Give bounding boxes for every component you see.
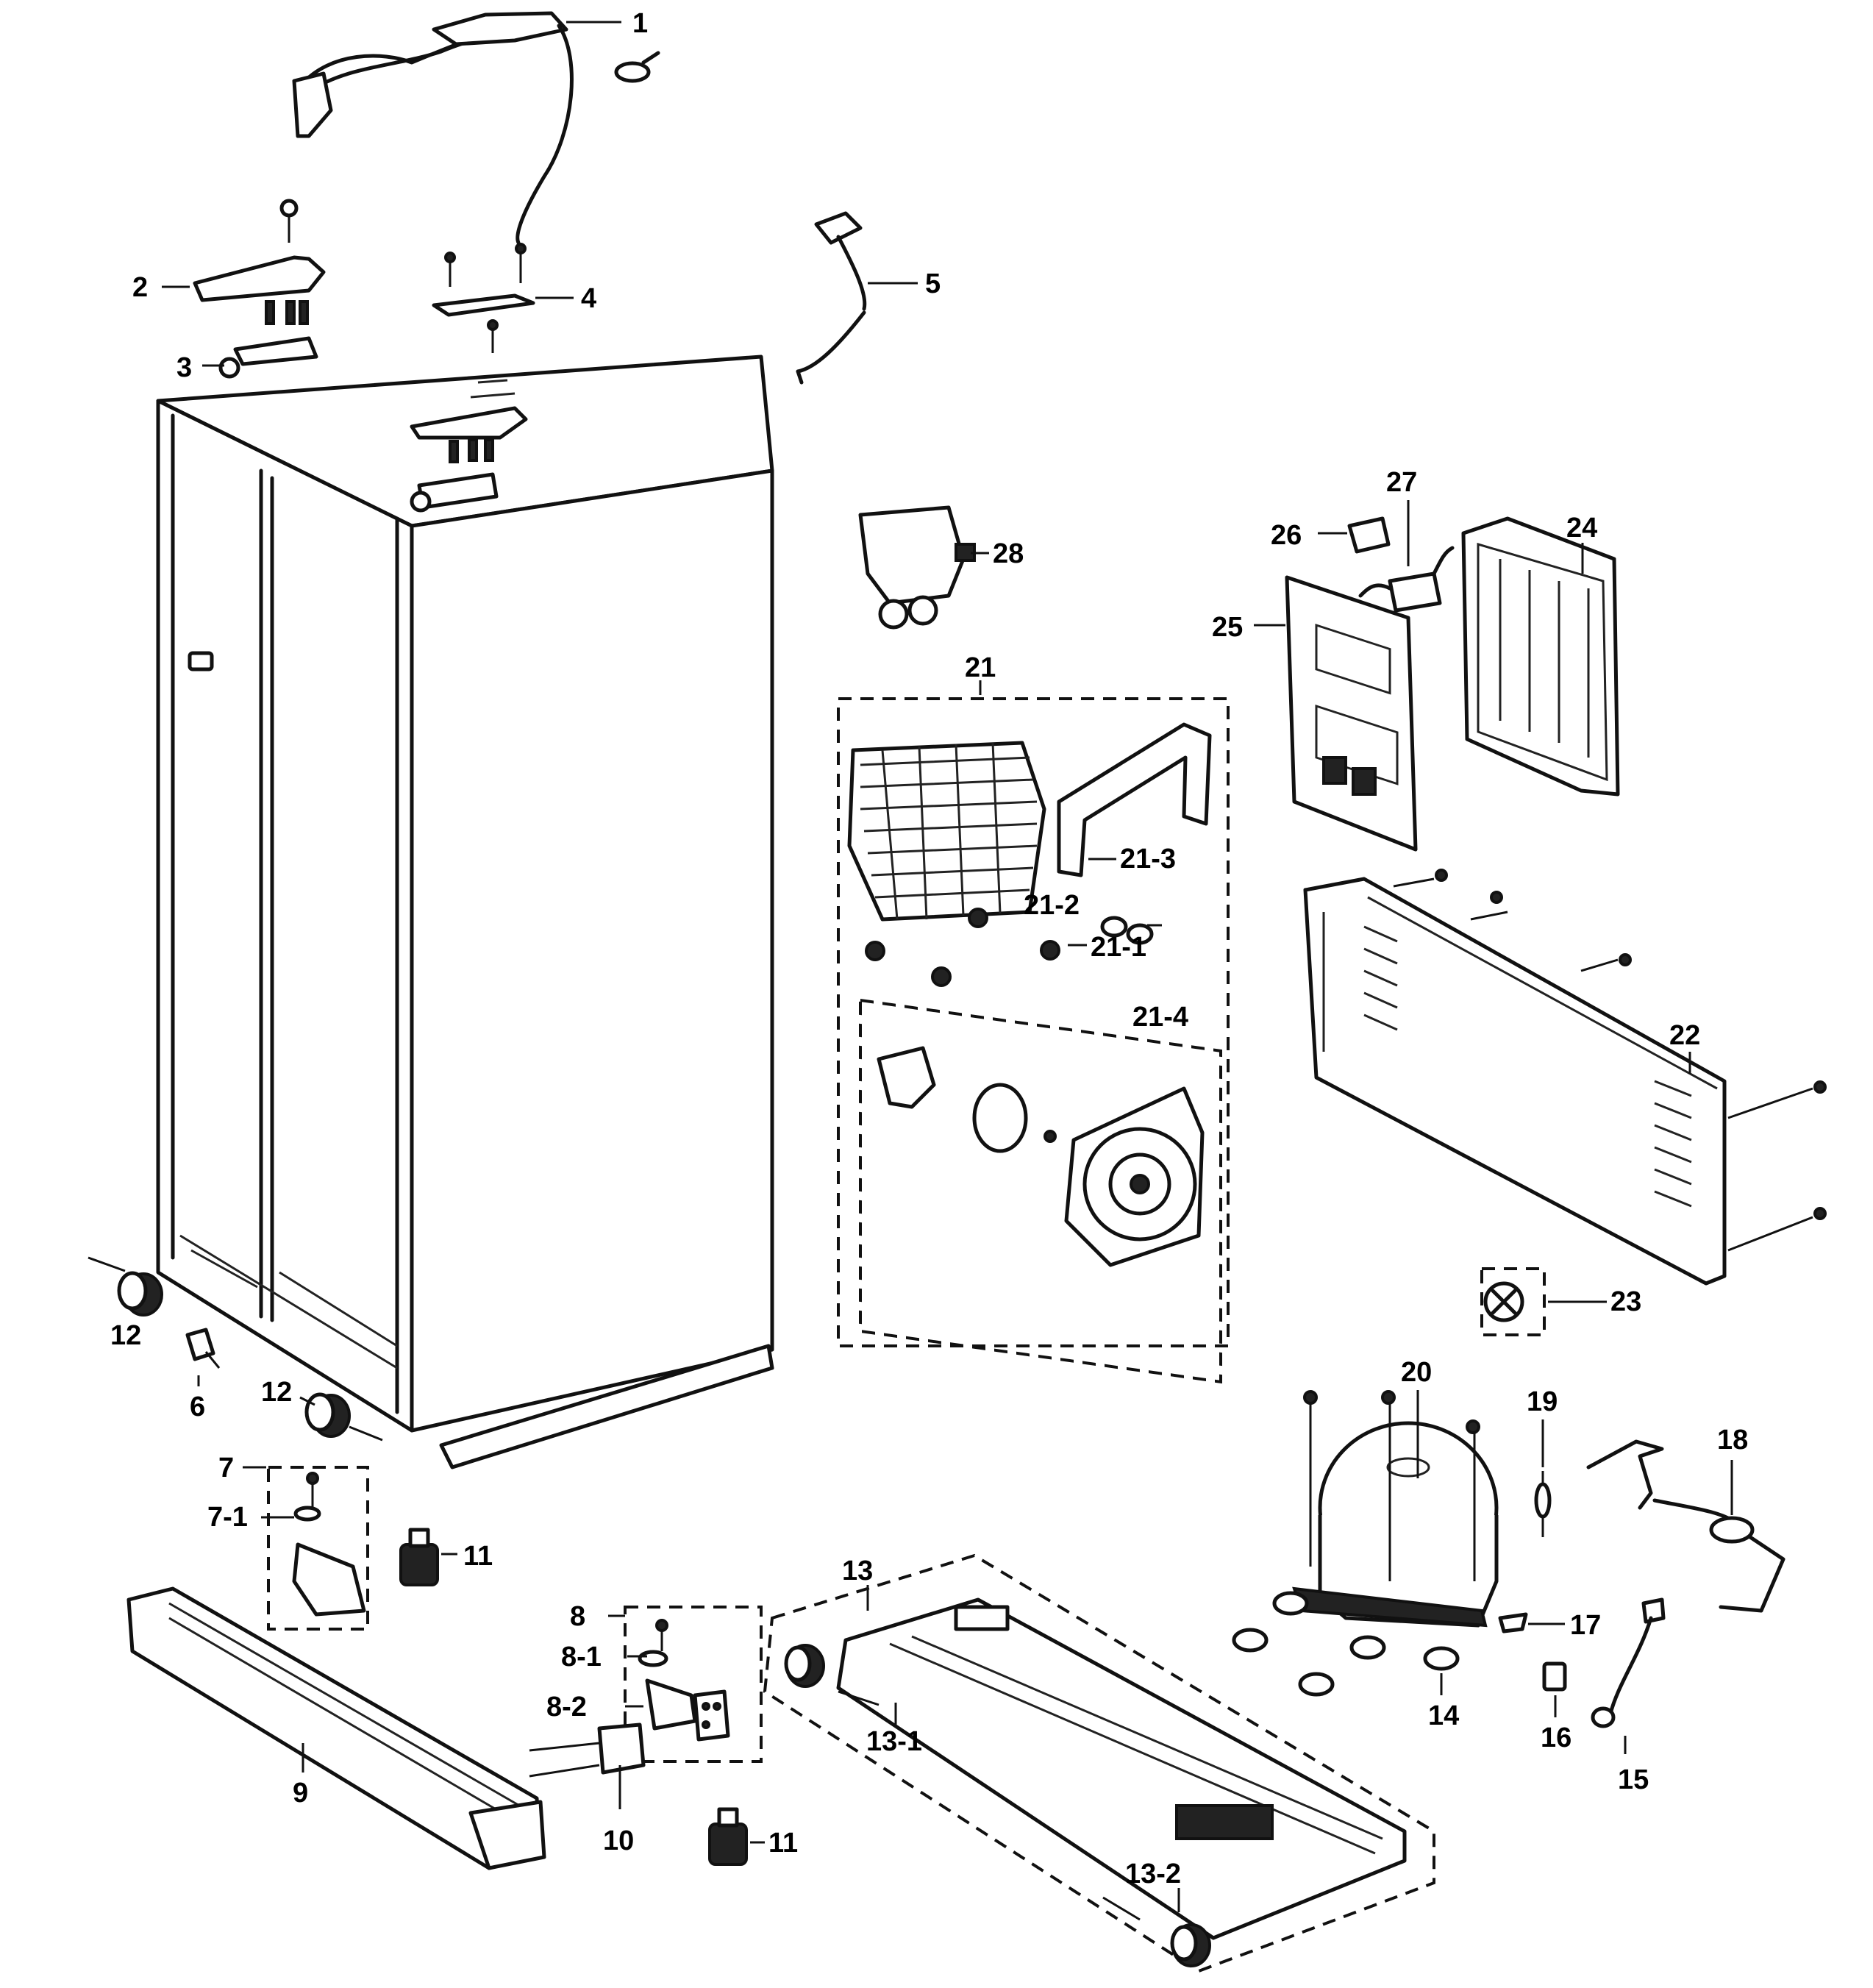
top-bracket-part [432, 243, 535, 353]
callout-15: 15 [1618, 1764, 1649, 1795]
callout-11-lower: 11 [768, 1828, 798, 1859]
wire-harness-part [292, 11, 660, 245]
water-valve-part [858, 505, 976, 630]
callout-21-3: 21-3 [1120, 844, 1176, 874]
refrigerator-cabinet [156, 355, 774, 1433]
adjustable-foot-part [399, 1528, 439, 1586]
control-cover-part [1461, 516, 1620, 797]
adjustable-foot-part-lower [708, 1807, 748, 1866]
drier-tube-part [1586, 1439, 1785, 1613]
base-grille-part [126, 1586, 546, 1870]
callout-8-1: 8-1 [561, 1642, 602, 1672]
callout-19: 19 [1527, 1386, 1558, 1417]
callout-21-4: 21-4 [1132, 1002, 1188, 1033]
hinge-assembly-7 [267, 1466, 369, 1631]
callout-16: 16 [1541, 1722, 1571, 1753]
compressor-part [1292, 1390, 1499, 1628]
control-board [1285, 575, 1418, 852]
base-pan-assembly [763, 1553, 1435, 1973]
callout-7-1: 7-1 [207, 1502, 248, 1533]
leveling-bolt-part [185, 1328, 221, 1369]
callout-6: 6 [190, 1392, 205, 1422]
callout-1: 1 [632, 8, 648, 39]
callout-18: 18 [1717, 1425, 1748, 1456]
callout-7: 7 [218, 1453, 234, 1483]
callout-21-1: 21-1 [1091, 932, 1146, 963]
evaporator-coil [847, 741, 1046, 922]
callout-10: 10 [603, 1825, 634, 1856]
evaporator-fan-motor [877, 1046, 1205, 1267]
thermal-fuse-part [1534, 1471, 1552, 1537]
leader-lines [162, 21, 1733, 1912]
defrost-heater [1057, 722, 1212, 877]
callout-labels: 1 2 3 4 5 6 7 7-1 8 8-1 8-2 9 10 11 11 1… [110, 8, 1748, 1889]
callout-13-2: 13-2 [1125, 1859, 1181, 1889]
callout-5: 5 [925, 268, 941, 299]
cabinet-top-hinge [410, 406, 528, 513]
callout-17: 17 [1570, 1610, 1601, 1641]
roller-part-left [88, 1256, 163, 1317]
transformer-part [1358, 546, 1455, 613]
callout-3: 3 [176, 352, 192, 383]
floor-trim-strip [439, 1344, 774, 1469]
machine-compartment-cover [1303, 869, 1827, 1286]
relay-part [1347, 516, 1391, 554]
callout-24: 24 [1566, 513, 1597, 544]
callout-12-left: 12 [110, 1320, 141, 1351]
callout-8-2: 8-2 [546, 1692, 587, 1722]
callout-27: 27 [1386, 467, 1417, 498]
compressor-harness-part [1591, 1597, 1666, 1728]
callout-9: 9 [293, 1778, 308, 1809]
callout-21-2: 21-2 [1024, 890, 1080, 921]
callout-23: 23 [1610, 1286, 1641, 1317]
callout-14: 14 [1428, 1700, 1459, 1731]
compressor-grommets [1232, 1591, 1460, 1697]
condenser-fan-part [1480, 1267, 1546, 1336]
clip-part [1498, 1612, 1528, 1633]
callout-8: 8 [570, 1601, 585, 1632]
callout-25: 25 [1212, 612, 1243, 643]
callout-2: 2 [132, 272, 148, 303]
callout-12-middle: 12 [261, 1377, 292, 1408]
callout-11-upper: 11 [463, 1541, 493, 1572]
callout-26: 26 [1271, 520, 1302, 551]
door-switch-part [529, 1722, 646, 1778]
evaporator-assembly [837, 697, 1230, 1384]
callout-22: 22 [1669, 1020, 1700, 1051]
callout-4: 4 [581, 283, 596, 314]
callout-13-1: 13-1 [866, 1726, 922, 1757]
overload-relay-part [1542, 1661, 1567, 1692]
callout-28: 28 [993, 538, 1024, 569]
top-hinge-part [193, 199, 326, 379]
hinge-assembly-8 [624, 1606, 763, 1763]
callout-20: 20 [1401, 1357, 1432, 1388]
callout-13: 13 [842, 1556, 873, 1586]
callout-21: 21 [965, 652, 996, 683]
power-cord-part [796, 211, 867, 385]
